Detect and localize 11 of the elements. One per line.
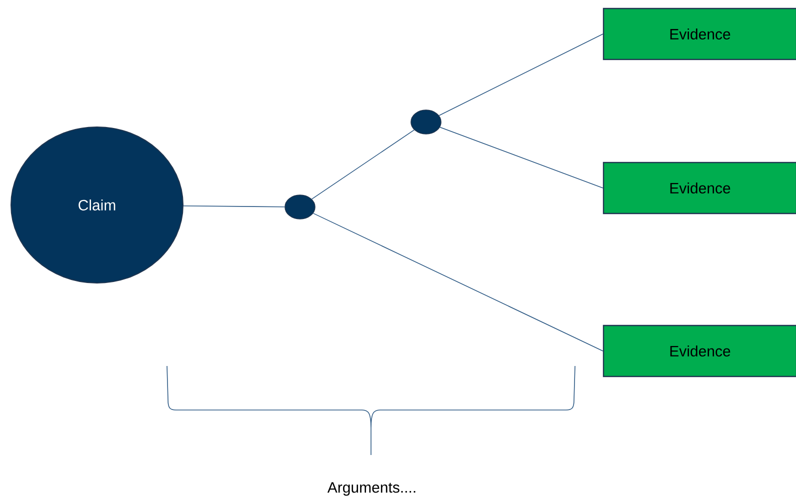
junction-dot (410, 110, 442, 134)
evidence-box: Evidence (602, 162, 796, 214)
connector-line (440, 126, 604, 188)
connector-line (183, 205, 285, 208)
connector-line (312, 212, 604, 352)
brace-label: Arguments.... (327, 482, 416, 496)
connector-line (438, 34, 604, 116)
evidence-box: Evidence (602, 8, 796, 60)
evidence-box: Evidence (602, 324, 796, 378)
connector-line (311, 130, 415, 200)
junction-dot (284, 194, 316, 220)
